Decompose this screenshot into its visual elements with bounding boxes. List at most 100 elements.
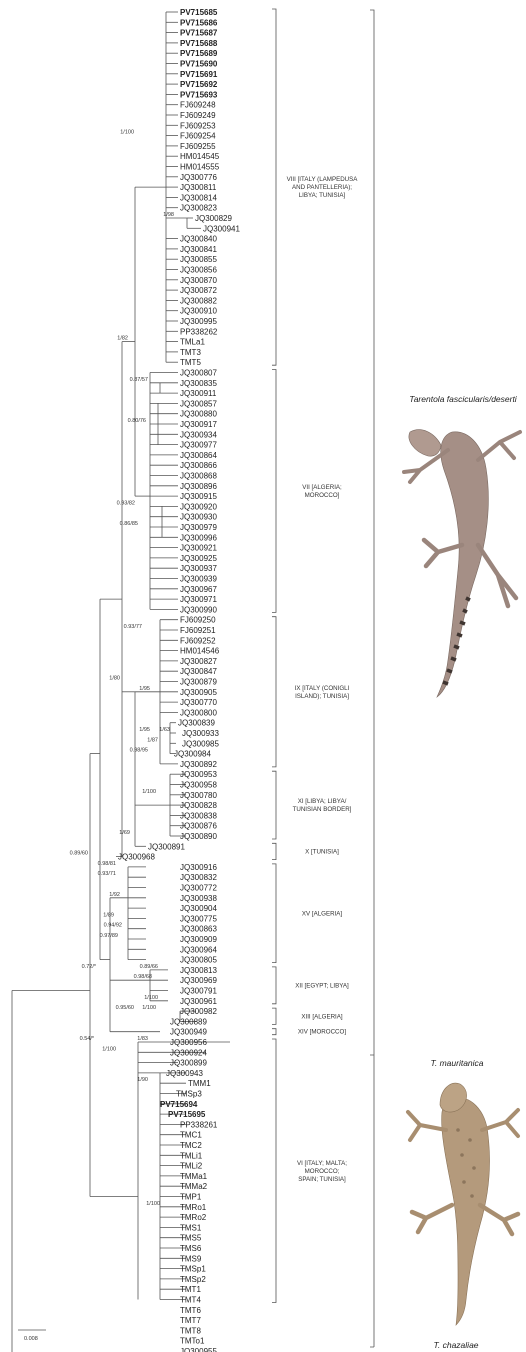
- support-value: 0.54/*: [80, 1036, 95, 1042]
- tip-label: JQ300827: [180, 657, 217, 666]
- tip-label: JQ300939: [180, 575, 217, 584]
- tip-label: JQ300961: [180, 997, 217, 1006]
- support-value: 0.94/92: [104, 923, 122, 929]
- tip-label: JQ300847: [180, 667, 217, 676]
- tip-label: JQ300911: [180, 389, 217, 398]
- tip-label: JQ300890: [180, 832, 217, 841]
- support-value: 1/89: [103, 912, 114, 918]
- clade-bracket: [272, 1029, 276, 1035]
- clade-label: AND PANTELLERIA);: [292, 184, 352, 191]
- tip-label: FJ609248: [180, 101, 216, 110]
- clade-labels: VIII [ITALY (LAMPEDUSAAND PANTELLERIA);L…: [287, 176, 359, 1183]
- species-label-fascicularis: Tarentola fascicularis/deserti: [409, 394, 518, 404]
- tip-label: TMS6: [180, 1244, 202, 1253]
- clade-label: SPAIN; TUNISIA]: [298, 1176, 346, 1183]
- tip-label: JQ300856: [180, 266, 217, 275]
- tip-label: JQ300977: [180, 441, 217, 450]
- support-value: 1/98: [163, 212, 174, 218]
- tip-label: TMRo2: [180, 1213, 207, 1222]
- tip-label: TMT3: [180, 348, 201, 357]
- support-value: 0.93/82: [117, 500, 135, 506]
- clade-label: XI [LIBYA; LIBYA/: [298, 798, 347, 805]
- tip-label: JQ300943: [166, 1069, 203, 1078]
- tip-label: JQ300800: [180, 708, 217, 717]
- tip-label: TMLi2: [180, 1162, 203, 1171]
- species-bracket: [370, 10, 374, 1347]
- tip-label: JQ300915: [180, 492, 217, 501]
- support-value: 1/100: [142, 1005, 156, 1011]
- species-label-chazaliae: T. chazaliae: [433, 1340, 478, 1350]
- species-label-mauritanica: T. mauritanica: [430, 1058, 483, 1068]
- tip-label: JQ300813: [180, 966, 217, 975]
- tip-label: TMS5: [180, 1234, 202, 1243]
- support-value: 1/87: [147, 737, 158, 743]
- tip-label: JQ300857: [180, 399, 217, 408]
- tip-label: TMSp3: [176, 1090, 202, 1099]
- tip-label: PV715695: [168, 1110, 206, 1119]
- support-value: 1/95: [139, 686, 150, 692]
- tip-label: JQ300938: [180, 894, 217, 903]
- tip-label: JQ300920: [180, 502, 217, 511]
- tip-label: JQ300979: [180, 523, 217, 532]
- clade-label: LIBYA; TUNISIA]: [299, 192, 346, 199]
- tip-label: JQ300934: [180, 430, 217, 439]
- support-value: 1/69: [119, 830, 130, 836]
- tip-label: JQ300925: [180, 554, 217, 563]
- support-value: 0.95/60: [116, 1005, 134, 1011]
- tip-label: JQ300904: [180, 904, 217, 913]
- tip-label: JQ300829: [195, 214, 232, 223]
- tip-label: JQ300995: [180, 317, 217, 326]
- gecko-photo-fascicularis: [404, 430, 520, 697]
- tip-label: PV715694: [160, 1100, 198, 1109]
- tip-label: JQ300889: [170, 1017, 207, 1026]
- tip-label: PV715686: [180, 18, 218, 27]
- tip-label: TMT4: [180, 1296, 201, 1305]
- tip-label: JQ300905: [180, 688, 217, 697]
- tip-label: JQ300984: [174, 750, 211, 759]
- tip-label: TMT7: [180, 1316, 201, 1325]
- tip-label: PV715687: [180, 29, 218, 38]
- clade-bracket: [272, 370, 276, 613]
- clade-label: IX [ITALY (CONIGLI: [295, 685, 350, 692]
- tip-label: JQ300823: [180, 204, 217, 213]
- tip-label: FJ609251: [180, 626, 216, 635]
- tip-label: TMSp1: [180, 1265, 206, 1274]
- tip-label: TMMa2: [180, 1182, 208, 1191]
- clade-bracket: [272, 1008, 276, 1024]
- tip-label: TMT6: [180, 1306, 201, 1315]
- clade-label: XII [EGYPT; LIBYA]: [295, 982, 349, 989]
- tip-label: JQ300868: [180, 472, 217, 481]
- tip-label: PV715691: [180, 70, 218, 79]
- tip-label: HM014555: [180, 163, 220, 172]
- tip-label: JQ300776: [180, 173, 217, 182]
- clade-label: XV [ALGERIA]: [302, 910, 343, 917]
- tip-label: PV715690: [180, 60, 218, 69]
- tip-label: JQ300953: [180, 770, 217, 779]
- tip-label: JQ300909: [180, 935, 217, 944]
- tip-label: PV715688: [180, 39, 218, 48]
- support-value: 1/100: [144, 995, 158, 1001]
- tip-label: JQ300882: [180, 296, 217, 305]
- tip-label: JQ300964: [180, 945, 217, 954]
- tip-label: JQ300835: [180, 379, 217, 388]
- tip-label: JQ300839: [178, 719, 215, 728]
- support-value: 0.98/95: [130, 748, 148, 754]
- tip-label: JQ300840: [180, 235, 217, 244]
- tip-label: TMMa1: [180, 1172, 208, 1181]
- tip-label: JQ300982: [180, 1007, 217, 1016]
- support-value: 0.98/81: [98, 861, 116, 867]
- tip-label: JQ300968: [118, 853, 155, 862]
- support-value: 1/83: [137, 1036, 148, 1042]
- tip-label: JQ300955: [180, 1347, 217, 1352]
- tip-label: TMSp2: [180, 1275, 206, 1284]
- tip-label: JQ300880: [180, 410, 217, 419]
- tip-label: JQ300772: [180, 884, 217, 893]
- tip-label: JQ300866: [180, 461, 217, 470]
- tip-label: JQ300870: [180, 276, 217, 285]
- support-value: 0.89/66: [140, 964, 158, 970]
- tip-label: JQ300770: [180, 698, 217, 707]
- support-value: 1/90: [137, 1077, 148, 1083]
- tip-label: JQ300805: [180, 956, 217, 965]
- tip-label: JQ300941: [203, 224, 240, 233]
- gecko-photo-mauritanica: [408, 1083, 518, 1325]
